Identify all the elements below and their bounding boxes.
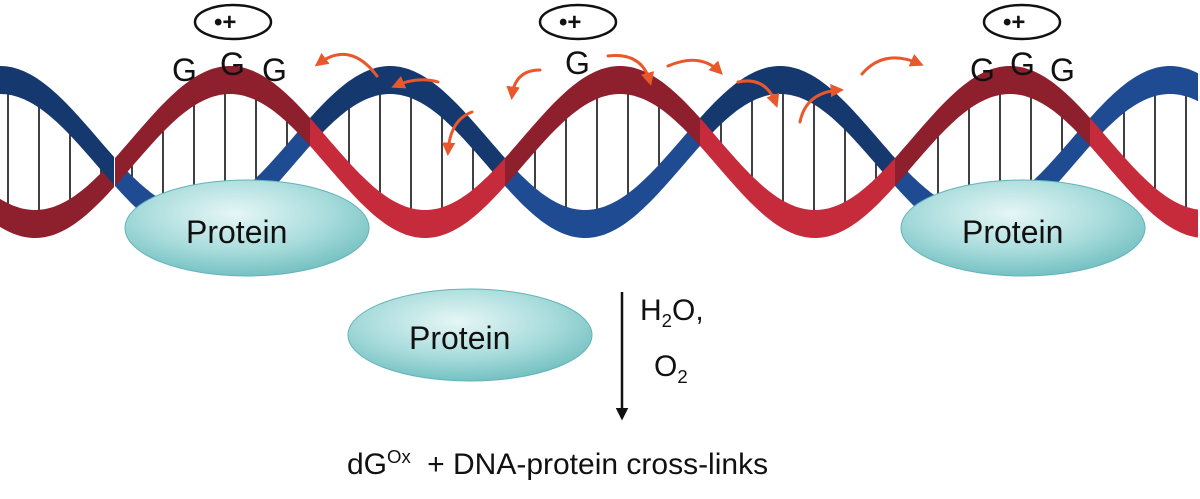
dna-strand-blue-segment bbox=[1090, 66, 1198, 146]
hop-arrow bbox=[314, 52, 379, 78]
dna-strand-blue-segment bbox=[310, 66, 505, 186]
dna-strand-blue-segment bbox=[0, 66, 114, 185]
dna-strands-front bbox=[0, 66, 1198, 238]
condition-oxygen: O2 bbox=[654, 350, 688, 388]
guanine-label: G bbox=[565, 45, 590, 81]
guanine-label: G bbox=[262, 52, 287, 88]
radical-symbol-right: •+ bbox=[1003, 9, 1026, 36]
hop-arrow bbox=[391, 76, 440, 89]
product-line: dGOx + DNA-protein cross-links bbox=[347, 446, 768, 482]
dna-strand-blue-segment bbox=[700, 66, 895, 186]
dna-strand-red-segment bbox=[1090, 118, 1198, 238]
hop-arrow bbox=[736, 79, 780, 108]
guanine-label: G bbox=[1050, 52, 1075, 88]
dna-strand-red-segment bbox=[0, 159, 114, 238]
radical-cation-left bbox=[193, 3, 273, 41]
water-subscript: 2 bbox=[661, 310, 673, 331]
hop-arrow bbox=[666, 58, 723, 75]
hop-arrow bbox=[441, 110, 474, 157]
protein-label-right: Protein bbox=[962, 214, 1064, 250]
guanine-label: G bbox=[220, 46, 245, 82]
oxygen-subscript: 2 bbox=[677, 366, 688, 387]
guanine-label: G bbox=[970, 52, 995, 88]
dg-main: dG bbox=[347, 448, 388, 481]
dna-strand-red-segment bbox=[310, 118, 505, 238]
dna-strand-red-segment bbox=[895, 66, 1090, 186]
dna-strand-red-segment bbox=[115, 66, 310, 186]
dna-strand-blue-segment bbox=[505, 118, 700, 238]
hopping-arrows bbox=[314, 52, 924, 157]
guanine-label: G bbox=[172, 52, 197, 88]
dna-strand-red-segment bbox=[700, 118, 895, 238]
radical-symbol-left: •+ bbox=[214, 9, 237, 36]
condition-water: H2O, bbox=[640, 294, 704, 332]
hop-arrow bbox=[506, 68, 542, 101]
dg-superscript: Ox bbox=[387, 446, 411, 467]
oxygen-main: O bbox=[654, 350, 678, 383]
protein-label-left: Protein bbox=[186, 214, 288, 250]
dna-strand-red-segment bbox=[505, 66, 700, 186]
hop-arrow bbox=[860, 53, 924, 76]
protein-right bbox=[900, 179, 1146, 277]
water-main: H bbox=[640, 294, 662, 327]
protein-left bbox=[124, 179, 370, 277]
hop-arrow bbox=[606, 54, 655, 86]
water-tail: O, bbox=[672, 294, 704, 327]
radical-cation-right bbox=[982, 3, 1062, 41]
hop-arrow bbox=[798, 83, 845, 124]
product-rest: + DNA-protein cross-links bbox=[427, 448, 769, 481]
radical-cation-middle bbox=[538, 3, 618, 41]
protein-label-free: Protein bbox=[409, 320, 511, 356]
guanine-label: G bbox=[1010, 46, 1035, 82]
radical-symbol-middle: •+ bbox=[559, 9, 582, 36]
protein-free bbox=[347, 288, 593, 382]
